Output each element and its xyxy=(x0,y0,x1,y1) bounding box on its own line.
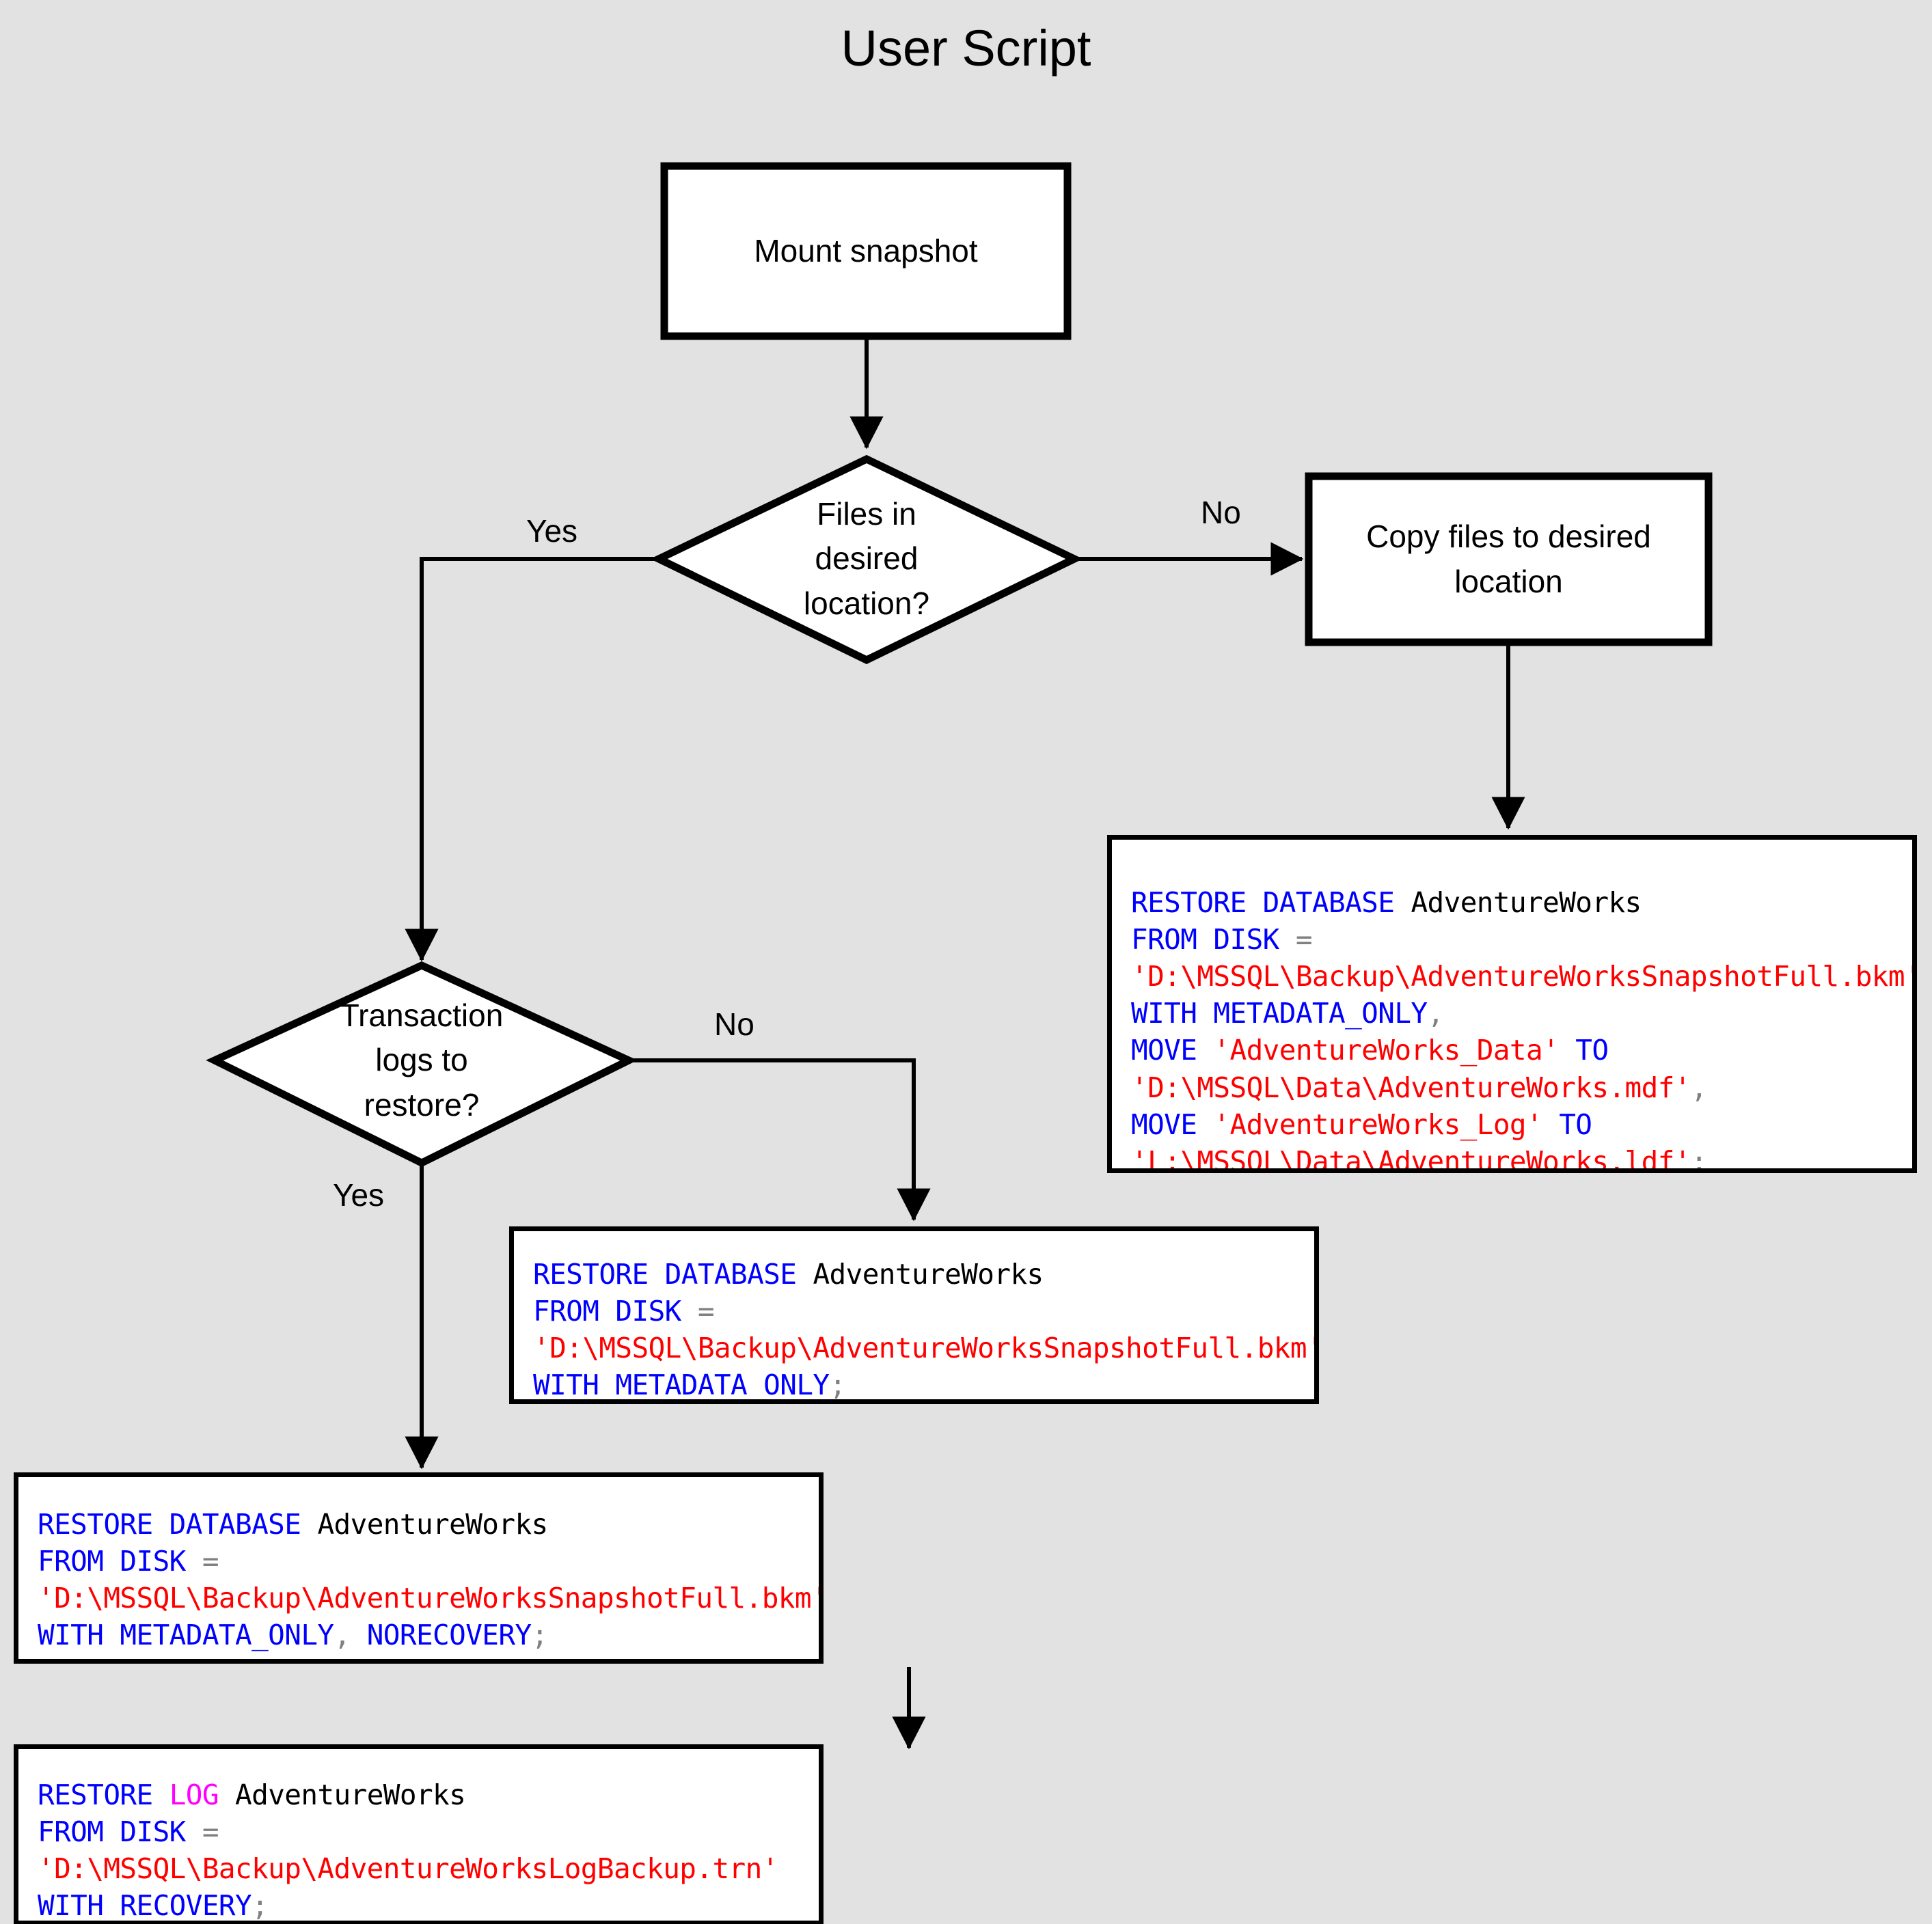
edge-label-logs-yes: Yes xyxy=(333,1177,385,1213)
code-block-restore-norecovery[interactable]: RESTORE DATABASE AdventureWorks FROM DIS… xyxy=(14,1472,824,1664)
node-mount-snapshot-label: Mount snapshot xyxy=(754,232,978,269)
code-text-restore-metadata-only: RESTORE DATABASE AdventureWorks FROM DIS… xyxy=(533,1258,1319,1402)
edge-logs-no xyxy=(629,1058,931,1222)
node-files-in-location-label: Files in desired location? xyxy=(803,496,930,621)
node-logs-to-restore-shape xyxy=(206,961,638,1168)
edge-label-files-yes: Yes xyxy=(526,513,578,549)
edge-label-logs-no: No xyxy=(714,1006,754,1042)
code-block-restore-log[interactable]: RESTORE LOG AdventureWorks FROM DISK = '… xyxy=(14,1744,824,1924)
node-copy-files-label: Copy files to desired location xyxy=(1366,519,1651,599)
page-title: User Script xyxy=(841,20,1091,77)
node-files-in-location-shape xyxy=(650,454,1083,665)
code-block-restore-with-move[interactable]: RESTORE DATABASE AdventureWorks FROM DIS… xyxy=(1107,835,1917,1173)
node-copy-files-shape xyxy=(1305,472,1713,646)
node-logs-to-restore-label: Transaction logs to restore? xyxy=(340,998,504,1123)
code-text-restore-norecovery: RESTORE DATABASE AdventureWorks FROM DIS… xyxy=(38,1508,824,1652)
node-mount-snapshot-shape xyxy=(660,162,1072,340)
code-block-restore-metadata-only[interactable]: RESTORE DATABASE AdventureWorks FROM DIS… xyxy=(509,1226,1319,1404)
code-text-restore-log: RESTORE LOG AdventureWorks FROM DISK = '… xyxy=(38,1778,778,1923)
code-text-restore-with-move: RESTORE DATABASE AdventureWorks FROM DIS… xyxy=(1131,886,1917,1173)
edge-files-yes xyxy=(405,557,663,962)
edge-label-files-no: No xyxy=(1201,495,1241,530)
